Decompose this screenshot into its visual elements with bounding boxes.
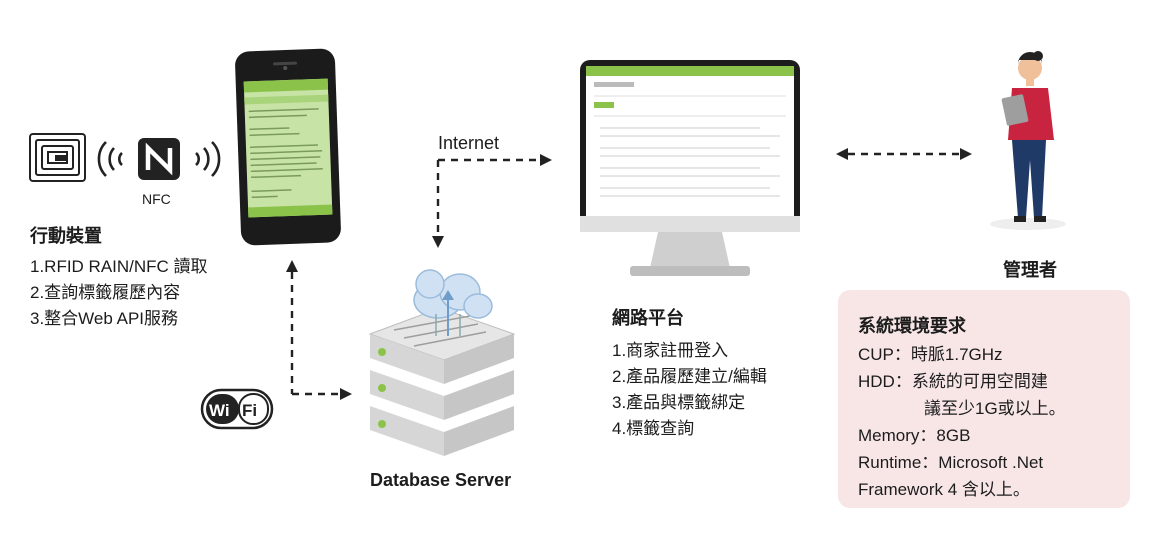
database-server-label: Database Server bbox=[370, 470, 512, 490]
nfc-icon bbox=[97, 138, 221, 180]
nfc-label: NFC bbox=[142, 191, 171, 207]
mobile-feature-item: 3.整合Web API服務 bbox=[30, 309, 179, 328]
internet-connection bbox=[432, 154, 552, 248]
requirement-memory: Memory：8GB bbox=[858, 426, 971, 445]
mobile-feature-item: 2.查詢標籤履歷內容 bbox=[30, 283, 181, 302]
requirement-framework: Framework 4 含以上。 bbox=[858, 480, 1030, 499]
requirement-runtime: Runtime：Microsoft .Net bbox=[858, 453, 1044, 472]
mobile-db-connection bbox=[286, 260, 352, 400]
requirement-hdd-continued: 議至少1G或以上。 bbox=[924, 399, 1066, 418]
system-requirements-title: 系統環境要求 bbox=[858, 316, 966, 336]
monitor-icon bbox=[580, 60, 800, 276]
mobile-device-title: 行動裝置 bbox=[30, 226, 102, 246]
internet-label: Internet bbox=[438, 133, 500, 153]
mobile-feature-list: 1.RFID RAIN/NFC 讀取 2.查詢標籤履歷內容 3.整合Web AP… bbox=[30, 254, 208, 332]
web-platform-title: 網路平台 bbox=[612, 308, 684, 328]
admin-connection bbox=[836, 148, 972, 160]
admin-label: 管理者 bbox=[1003, 260, 1057, 280]
database-server-icon bbox=[368, 307, 516, 456]
admin-person-icon bbox=[990, 51, 1066, 230]
platform-feature-item: 1.商家註冊登入 bbox=[612, 341, 729, 360]
platform-feature-item: 4.標籤查詢 bbox=[612, 419, 695, 438]
web-platform-feature-list: 1.商家註冊登入 2.產品履歷建立/編輯 3.產品與標籤綁定 4.標籤查詢 bbox=[612, 338, 767, 442]
svg-text:Wi: Wi bbox=[209, 401, 230, 420]
svg-text:Fi: Fi bbox=[242, 401, 257, 420]
platform-feature-item: 2.產品履歷建立/編輯 bbox=[612, 367, 767, 386]
wifi-logo: Wi Fi bbox=[200, 388, 274, 430]
smartphone-icon bbox=[235, 48, 341, 246]
rfid-tag-icon bbox=[29, 133, 86, 182]
requirement-cpu: CUP：時脈1.7GHz bbox=[858, 345, 1003, 364]
requirement-hdd: HDD：系統的可用空間建 bbox=[858, 372, 1048, 391]
system-requirements-panel bbox=[838, 290, 1130, 508]
platform-feature-item: 3.產品與標籤綁定 bbox=[612, 393, 746, 412]
mobile-feature-item: 1.RFID RAIN/NFC 讀取 bbox=[30, 257, 208, 276]
cloud-icon bbox=[413, 269, 493, 336]
